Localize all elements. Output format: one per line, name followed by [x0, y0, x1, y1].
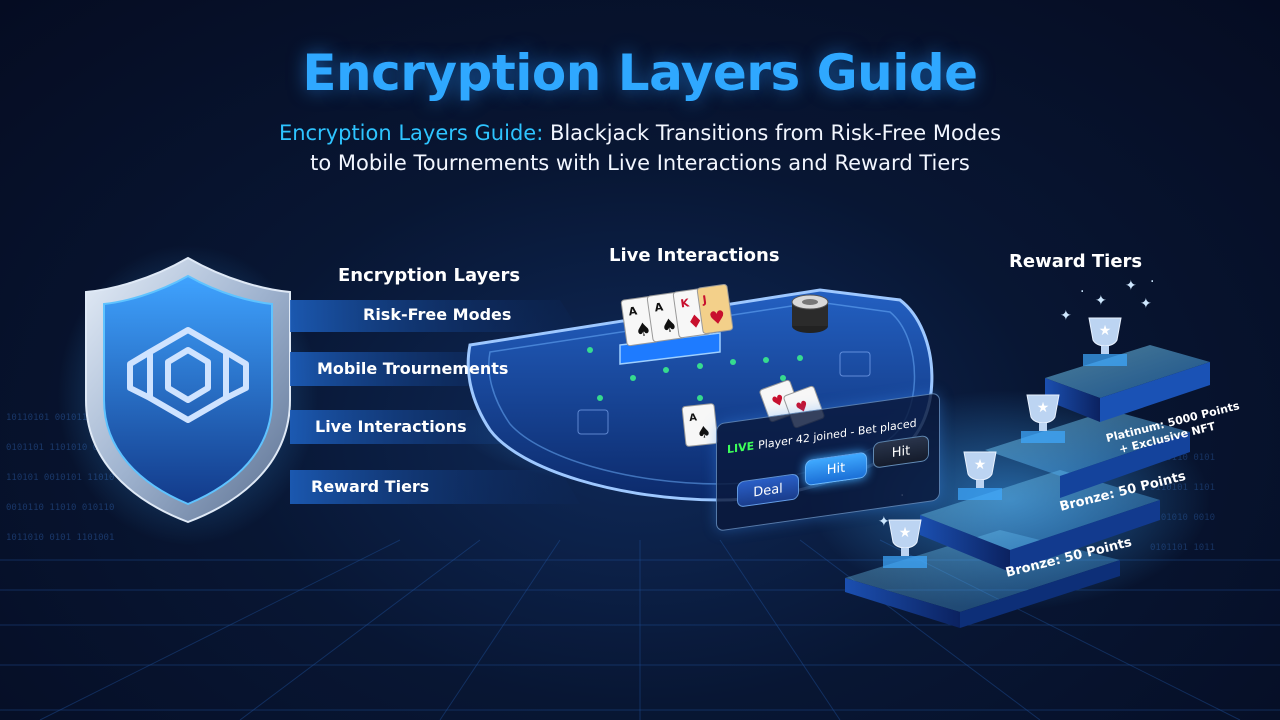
- svg-text:J: J: [701, 293, 708, 307]
- svg-text:♠: ♠: [634, 319, 653, 342]
- svg-text:✦: ✦: [1125, 278, 1137, 294]
- layer-mobile-tournements[interactable]: Mobile Trournements: [317, 359, 509, 378]
- svg-text:♠: ♠: [660, 315, 679, 338]
- svg-text:0101101 1101010 0010: 0101101 1101010 0010: [6, 443, 114, 453]
- svg-text:♥: ♥: [770, 392, 787, 411]
- svg-text:A: A: [654, 300, 665, 314]
- svg-text:★: ★: [1037, 400, 1050, 416]
- layer-risk-free-modes[interactable]: Risk-Free Modes: [363, 305, 512, 324]
- svg-text:A: A: [628, 304, 639, 318]
- svg-text:♥: ♥: [708, 307, 727, 330]
- hit-button-secondary[interactable]: Hit: [873, 434, 929, 469]
- svg-text:K: K: [680, 296, 691, 310]
- page-title: Encryption Layers Guide: [302, 44, 978, 102]
- star-icon: ★: [899, 525, 912, 541]
- live-badge: LIVE: [727, 439, 755, 457]
- chip-stack-icon: [791, 294, 829, 333]
- encryption-layers-heading: Encryption Layers: [338, 265, 521, 286]
- svg-text:♠: ♠: [696, 422, 712, 442]
- svg-text:♦: ♦: [686, 311, 705, 334]
- svg-text:110101 0010101 11010: 110101 0010101 11010: [6, 473, 114, 483]
- live-interactions-heading: Live Interactions: [609, 245, 780, 266]
- subtitle-line-2: to Mobile Tournements with Live Interact…: [310, 151, 970, 175]
- deal-button[interactable]: Deal: [737, 473, 799, 508]
- svg-text:★: ★: [1099, 323, 1112, 339]
- svg-text:✦: ✦: [1140, 296, 1152, 312]
- svg-text:1011010 0101 1101001: 1011010 0101 1101001: [6, 533, 114, 543]
- hit-button[interactable]: Hit: [805, 451, 867, 487]
- svg-text:0010110 11010 010110: 0010110 11010 010110: [6, 503, 114, 513]
- subtitle-line-1: Encryption Layers Guide: Blackjack Trans…: [0, 118, 1280, 148]
- svg-text:✦: ✦: [1060, 308, 1072, 324]
- layer-live-interactions[interactable]: Live Interactions: [315, 417, 467, 436]
- subtitle-accent: Encryption Layers Guide:: [278, 121, 544, 145]
- svg-text:★: ★: [974, 457, 987, 473]
- top-hand-cards: A ♠ A ♠ K ♦ J ♥: [620, 284, 734, 347]
- layer-reward-tiers[interactable]: Reward Tiers: [311, 477, 430, 496]
- player-card: A ♠: [681, 403, 719, 447]
- svg-text:·: ·: [1150, 274, 1154, 290]
- svg-text:✦: ✦: [1095, 293, 1107, 309]
- svg-text:·: ·: [1080, 284, 1084, 300]
- subtitle-line-1-rest: Blackjack Transitions from Risk-Free Mod…: [543, 121, 1002, 145]
- reward-tiers-heading: Reward Tiers: [1009, 251, 1143, 272]
- trophy-icon: ★ ★ ★ ★: [883, 317, 1127, 568]
- encryption-knot-icon: [127, 327, 249, 423]
- shield-icon: [58, 245, 318, 545]
- svg-text:✦: ✦: [878, 514, 890, 530]
- page-subtitle: Encryption Layers Guide: Blackjack Trans…: [0, 118, 1280, 178]
- svg-text:A: A: [689, 412, 698, 424]
